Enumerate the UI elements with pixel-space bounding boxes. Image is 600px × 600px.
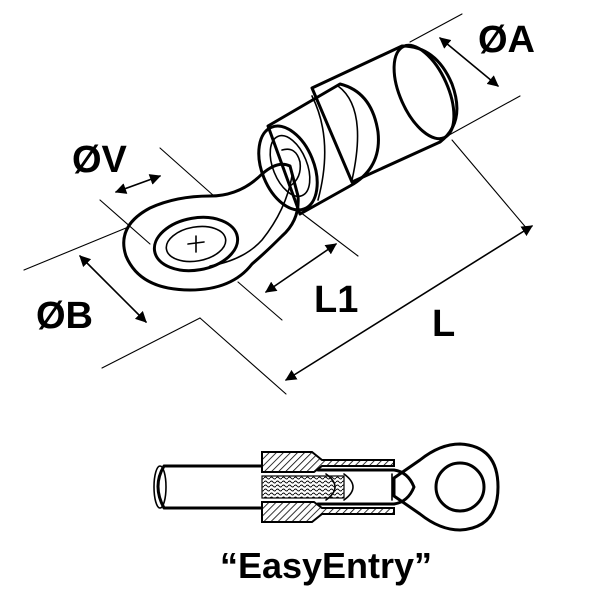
insulation-sleeve (257, 43, 459, 216)
dim-label-b: ØB (36, 295, 93, 337)
dimension-arrows (79, 37, 533, 381)
dim-label-l: L (432, 303, 455, 345)
dim-label-v: ØV (72, 139, 128, 181)
dim-arrow-l (285, 225, 533, 381)
cutaway-side-view (153, 442, 500, 532)
dim-arrow-b (79, 255, 147, 323)
easyentry-caption: “EasyEntry” (220, 545, 432, 586)
dim-arrow-a (439, 37, 499, 87)
dim-arrow-v (114, 174, 162, 194)
ring-hole (152, 215, 240, 273)
ring-terminal-iso (23, 13, 533, 395)
terminal-tongue (122, 162, 300, 292)
dim-label-l1: L1 (314, 279, 358, 321)
side-ring-hole (434, 461, 486, 513)
dim-label-a: ØA (478, 19, 535, 61)
